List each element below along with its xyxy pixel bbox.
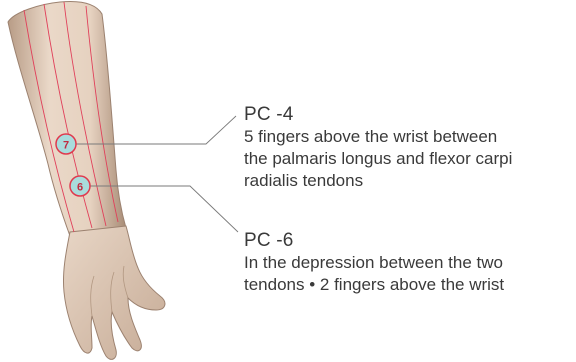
point-label-pc6: PC -6 In the depression between the two … [244,230,574,296]
description-line: 5 fingers above the wrist between [244,126,574,148]
marker-label-pc4: 7 [63,140,69,152]
point-label-pc4: PC -4 5 fingers above the wrist between … [244,104,574,192]
point-description: 5 fingers above the wrist between the pa… [244,126,574,192]
point-description: In the depression between the two tendon… [244,252,574,296]
hand-shape [63,226,164,359]
description-line: tendons • 2 fingers above the wrist [244,274,574,296]
point-name: PC -4 [244,104,574,126]
description-line: radialis tendons [244,170,574,192]
marker-label-pc6: 6 [77,182,83,194]
description-line: the palmaris longus and flexor carpi [244,148,574,170]
point-name: PC -6 [244,230,574,252]
description-line: In the depression between the two [244,252,574,274]
point-marker-pc6: 6 [70,176,90,196]
point-marker-pc4: 7 [56,134,76,154]
forearm-shape [8,2,126,237]
